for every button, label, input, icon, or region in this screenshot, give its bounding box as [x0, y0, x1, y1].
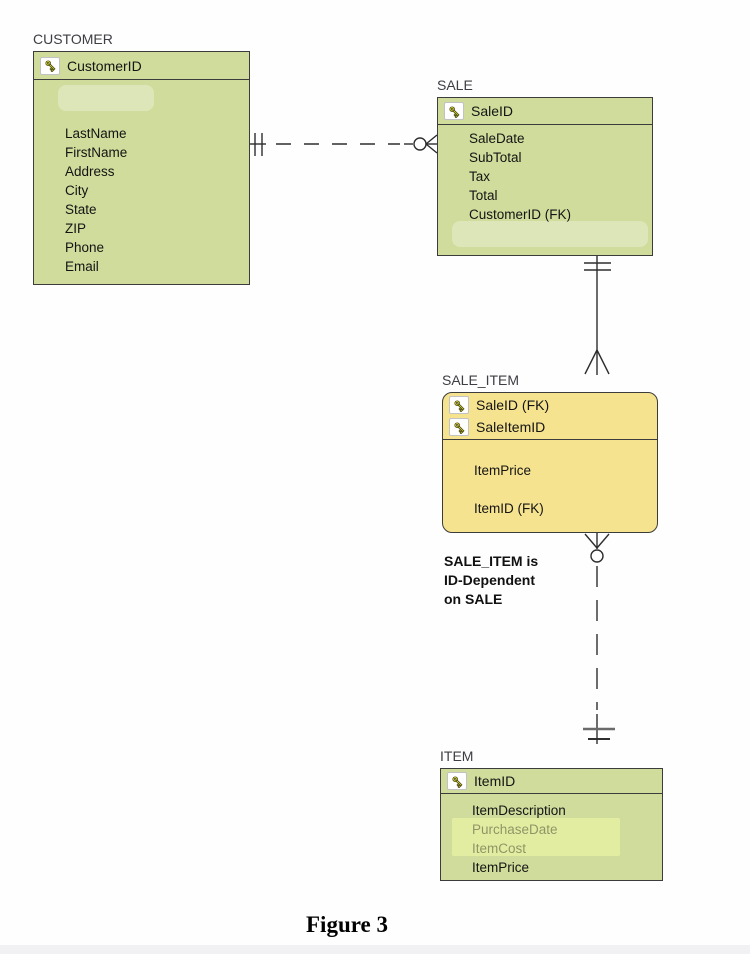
attribute: Tax — [469, 169, 491, 184]
attribute: SubTotal — [469, 150, 522, 165]
relationship-sale-sale_item — [584, 256, 611, 375]
entity-title: SALE_ITEM — [442, 372, 520, 388]
relationship-sale_item-item — [583, 533, 615, 744]
attribute: Email — [65, 259, 99, 274]
attribute: ItemPrice — [474, 463, 532, 478]
key-attribute-label: CustomerID — [67, 57, 142, 74]
attribute: ItemPrice — [472, 860, 530, 875]
note-line: ID-Dependent — [444, 572, 535, 588]
attribute: City — [65, 183, 89, 198]
key-attribute-row: SaleID (FK) — [449, 394, 657, 416]
attribute: Total — [469, 188, 498, 203]
entity-sale-item: SALE_ITEM SaleID (FK) SaleItemID ItemPric… — [442, 372, 658, 533]
attribute: LastName — [65, 126, 127, 141]
attribute: Phone — [65, 240, 105, 255]
crows-foot-icon — [425, 134, 438, 154]
key-icon — [449, 396, 469, 414]
attribute: FirstName — [65, 145, 128, 160]
relationship-customer-sale — [250, 133, 438, 156]
key-attribute-row: ItemID — [447, 770, 662, 792]
key-attribute-label: SaleID (FK) — [476, 397, 550, 413]
erased-text-smudge — [452, 221, 648, 247]
attribute: ItemDescription — [472, 803, 566, 818]
key-attribute-row: SaleItemID — [449, 416, 657, 438]
key-icon — [447, 772, 467, 790]
key-icon — [40, 56, 60, 75]
attribute: Address — [65, 164, 115, 179]
cardinality-zero-circle — [590, 549, 604, 563]
cardinality-zero-circle — [413, 137, 427, 151]
key-attribute-row: SaleID — [444, 100, 652, 122]
entity-header: SaleID (FK) SaleItemID — [443, 393, 657, 440]
entity-header: SaleID — [438, 98, 652, 125]
note-line: SALE_ITEM is — [444, 553, 539, 569]
key-attribute-label: ItemID — [474, 773, 516, 789]
key-glyph — [44, 60, 55, 72]
key-glyph — [453, 421, 464, 434]
attribute: ZIP — [65, 221, 87, 236]
id-dependent-note: SALE_ITEM is ID-Dependent on SALE — [444, 552, 538, 609]
key-attribute-row: CustomerID — [40, 55, 249, 77]
attribute: CustomerID (FK) — [469, 207, 572, 222]
entity-header: ItemID — [441, 769, 662, 794]
key-icon — [449, 418, 469, 436]
erased-text-smudge — [58, 85, 154, 111]
key-glyph — [451, 775, 462, 788]
entity-title: CUSTOMER — [33, 31, 113, 47]
crows-foot-icon — [584, 533, 610, 549]
page-bottom-strip — [0, 945, 750, 954]
entity-header: CustomerID — [34, 52, 249, 80]
attribute: State — [65, 202, 97, 217]
attribute: ItemID (FK) — [474, 501, 544, 516]
key-glyph — [448, 105, 459, 118]
key-attribute-label: SaleID — [471, 103, 514, 119]
entity-title: ITEM — [440, 748, 474, 764]
entity-item: ITEM ItemID ItemDescriptionPurchaseDateI… — [440, 748, 663, 881]
highlight-band — [452, 818, 620, 856]
figure-caption: Figure 3 — [306, 912, 388, 937]
attribute: SaleDate — [469, 131, 525, 146]
note-line: on SALE — [444, 591, 503, 607]
key-icon — [444, 102, 464, 120]
key-glyph — [453, 399, 464, 412]
key-attribute-label: SaleItemID — [476, 419, 546, 435]
entity-title: SALE — [437, 77, 473, 93]
